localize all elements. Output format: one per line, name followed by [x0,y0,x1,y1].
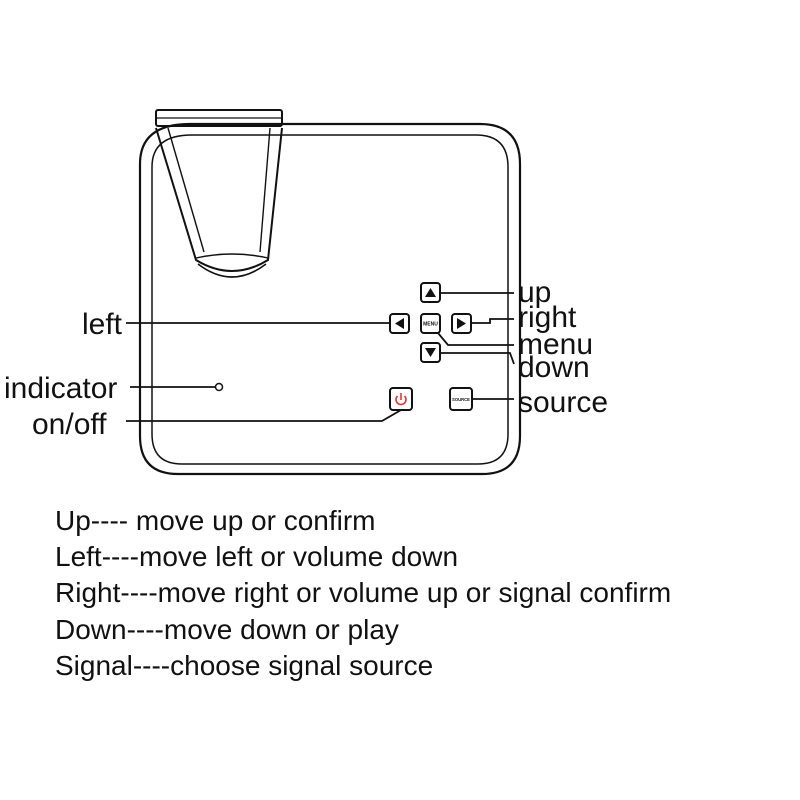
source-button-text: SOURCE [452,397,470,402]
left-button[interactable] [389,313,410,334]
lens-housing [155,127,283,278]
power-icon [395,393,407,406]
source-button[interactable]: SOURCE [449,387,473,411]
label-source: source [518,386,608,419]
menu-button-text: MENU [423,322,438,328]
left-arrow-icon [395,318,404,329]
right-button[interactable] [451,313,472,334]
description-left: Left----move left or volume down [55,541,459,572]
up-button[interactable] [420,282,441,303]
label-right: right [518,301,577,334]
label-down: down [518,351,590,384]
indicator-light [214,382,224,392]
leader-menu [437,332,514,346]
label-onoff: on/off [32,408,107,441]
down-arrow-icon [425,348,436,357]
lens-cap [155,109,283,127]
label-up: up [518,276,551,309]
description-down: Down----move down or play [55,614,399,645]
leader-lines [126,292,515,422]
power-button[interactable] [389,387,413,411]
description-right: Right----move right or volume up or sign… [55,577,672,608]
down-button[interactable] [420,342,441,363]
leader-down [440,352,515,365]
label-indicator: indicator [4,372,117,405]
description-up: Up---- move up or confirm [55,505,376,536]
projector-body [138,122,522,476]
description-signal: Signal----choose signal source [55,650,434,681]
label-left: left [82,308,123,341]
menu-button[interactable]: MENU [420,313,441,334]
right-arrow-icon [457,318,466,329]
label-menu: menu [518,328,593,361]
leader-onoff [126,409,402,422]
up-arrow-icon [425,288,436,297]
leader-right [471,318,514,324]
